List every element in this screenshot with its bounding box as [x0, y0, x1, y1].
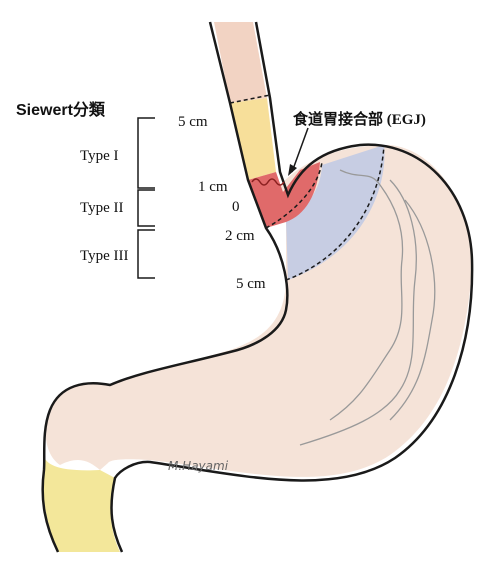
- egj-arrowhead: [288, 164, 297, 176]
- stomach-outline-right: [110, 21, 474, 553]
- label-0: 0: [232, 199, 240, 215]
- label-5cm-bottom: 5 cm: [236, 276, 266, 292]
- duodenum: [42, 455, 120, 552]
- bracket-type2: [137, 189, 155, 227]
- line-5cm-bottom: [285, 144, 385, 281]
- rugae: [299, 179, 417, 446]
- bracket-type3: [137, 229, 155, 279]
- egj-label: 食道胃接合部 (EGJ): [293, 110, 426, 128]
- signature: M.Hayami: [168, 459, 229, 473]
- line-2cm: [265, 161, 323, 229]
- esophagus-upper: [214, 22, 267, 103]
- bracket-type1: [137, 117, 155, 189]
- rugae: [389, 199, 436, 421]
- egj-arrow: [291, 127, 309, 173]
- label-type2: Type II: [80, 200, 124, 216]
- type2-zone: [248, 162, 320, 228]
- label-1cm: 1 cm: [198, 179, 228, 195]
- diagram-title: Siewert分類: [16, 101, 106, 119]
- label-type1: Type I: [80, 148, 119, 164]
- label-2cm: 2 cm: [225, 228, 255, 244]
- type3-zone: [286, 145, 385, 280]
- label-5cm-top: 5 cm: [178, 114, 208, 130]
- z-line: [251, 178, 285, 186]
- type1-zone: [230, 98, 276, 180]
- stomach-outline: [41, 21, 289, 553]
- stomach-body: [45, 145, 472, 477]
- label-type3: Type III: [80, 248, 129, 264]
- rugae: [329, 169, 404, 421]
